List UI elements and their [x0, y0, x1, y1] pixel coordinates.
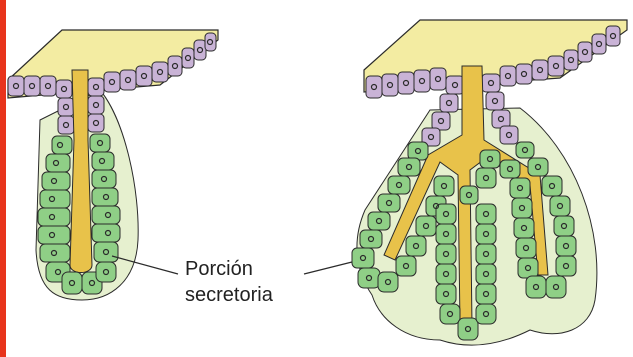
- left-border-accent: [0, 0, 6, 357]
- secretory-portion-label: Porción secretoria: [185, 256, 335, 308]
- label-line-2: secretoria: [185, 282, 335, 308]
- branched-gland: [352, 20, 627, 345]
- label-line-1: Porción: [185, 256, 335, 282]
